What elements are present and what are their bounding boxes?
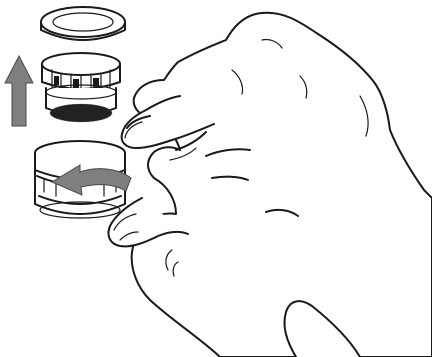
- hand: [108, 13, 432, 357]
- up-arrow-icon: [5, 56, 33, 126]
- rubber-washer: [41, 7, 125, 40]
- aerator-insert: [42, 53, 120, 122]
